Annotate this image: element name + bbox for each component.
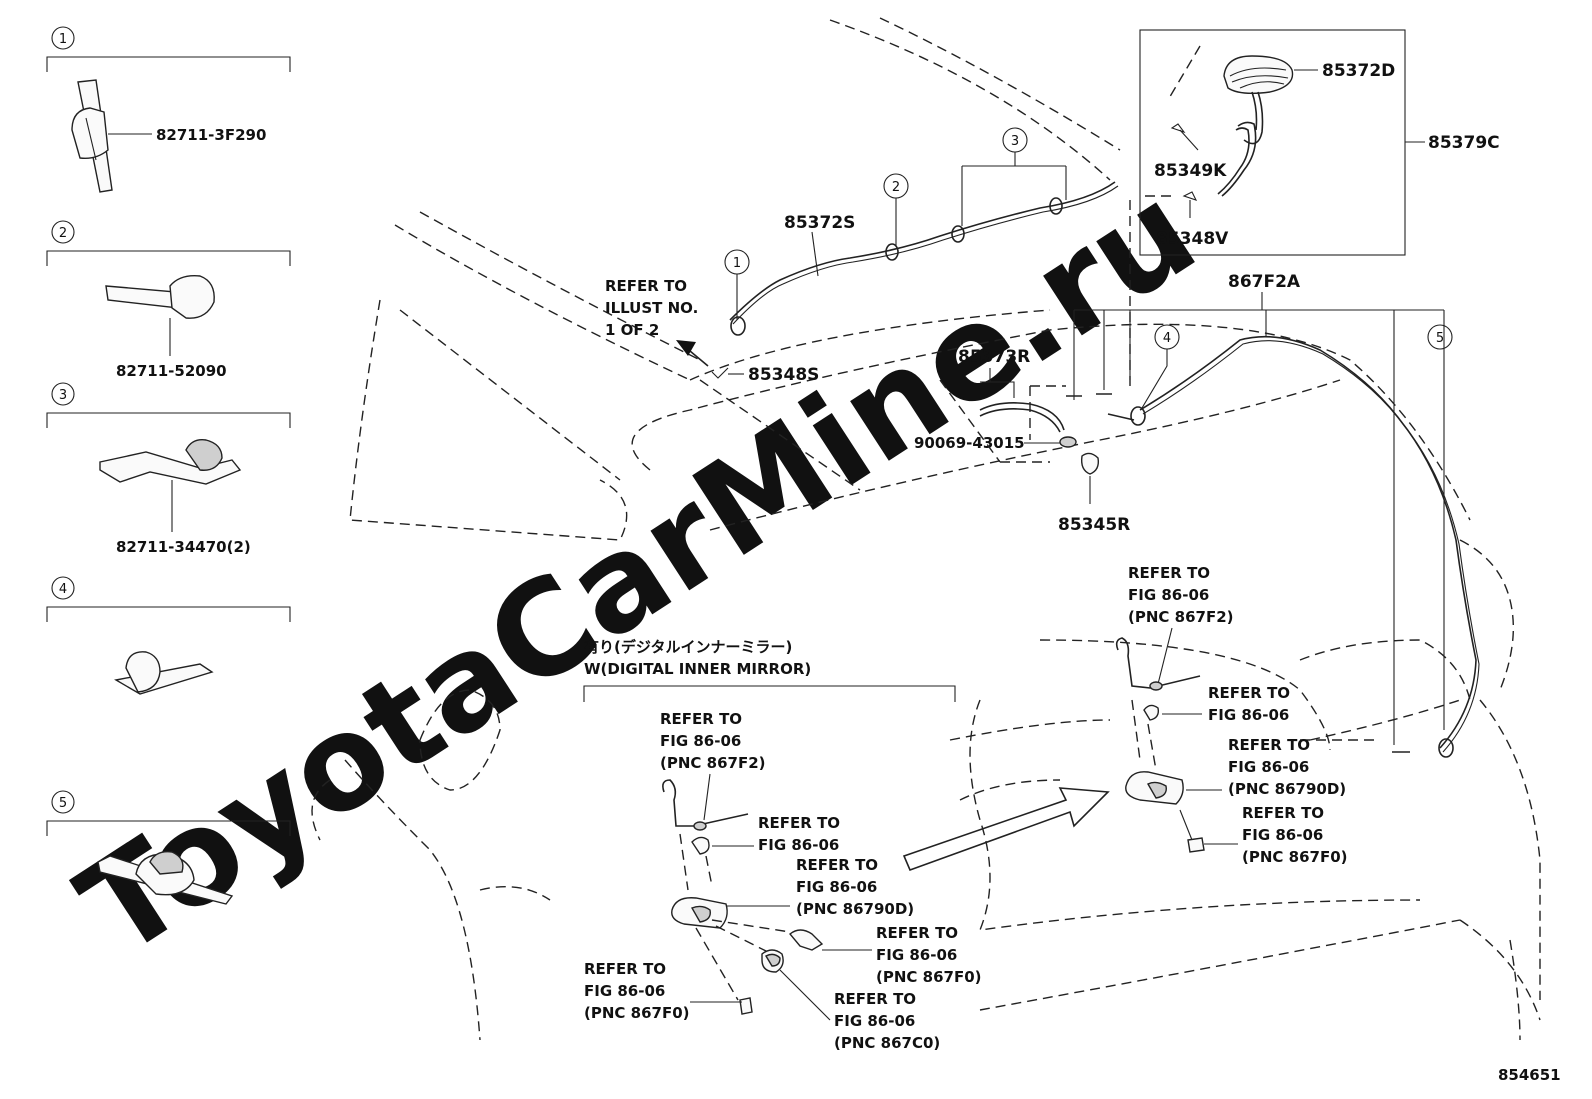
svg-text:REFER TO: REFER TO [796,856,878,874]
legend-number: 4 [59,582,67,597]
svg-text:85373R: 85373R [958,347,1030,367]
legend-part-number: 82711-52090 [116,362,227,380]
legend-part-number: 82711-34470(2) [116,538,251,556]
svg-text:FIG 86-06: FIG 86-06 [1242,826,1323,844]
legend-item-3[interactable]: 3 82711-34470(2) [46,382,291,556]
svg-text:85379C: 85379C [1428,133,1500,153]
svg-text:FIG 86-06: FIG 86-06 [876,946,957,964]
svg-text:4: 4 [1163,331,1171,346]
vehicle-body-outline [311,17,1541,1041]
legend-number: 3 [59,388,67,403]
svg-text:(PNC 867C0): (PNC 867C0) [834,1034,940,1052]
washer-hose-867f2a[interactable] [1107,335,1480,758]
svg-text:REFER TO: REFER TO [1208,684,1290,702]
svg-text:(PNC 86790D): (PNC 86790D) [1228,780,1346,798]
variant-digital-inner-mirror[interactable]: 有り(デジタルインナーミラー) W(DIGITAL INNER MIRROR) [583,638,956,702]
svg-text:ILLUST NO.: ILLUST NO. [605,299,698,317]
transition-arrow-icon [902,787,1110,872]
arrow-icon [676,340,696,356]
legend-item-1[interactable]: 1 82711-3F290 [46,26,291,193]
legend: 1 82711-3F290 2 82711-52090 3 [46,26,291,905]
svg-text:90069-43015: 90069-43015 [914,434,1025,452]
svg-text:(PNC 867F0): (PNC 867F0) [584,1004,689,1022]
svg-text:W(DIGITAL INNER MIRROR): W(DIGITAL INNER MIRROR) [584,660,811,678]
svg-text:FIG 86-06: FIG 86-06 [584,982,665,1000]
svg-text:1: 1 [733,256,741,271]
svg-text:REFER TO: REFER TO [605,277,687,295]
svg-text:FIG 86-06: FIG 86-06 [796,878,877,896]
nozzle-85345r[interactable]: 85345R [1058,452,1130,535]
svg-text:(PNC 867F0): (PNC 867F0) [876,968,981,986]
nozzle-85348s[interactable]: 85348S [711,365,819,385]
clip-82711-34470-icon [99,439,242,485]
legend-item-4[interactable]: 4 [46,576,291,695]
legend-number: 1 [59,32,67,47]
camera-assembly-left[interactable]: REFER TO FIG 86-06 (PNC 867F2) REFER TO … [584,710,981,1052]
svg-text:REFER TO: REFER TO [876,924,958,942]
svg-text:FIG 86-06: FIG 86-06 [1228,758,1309,776]
legend-number: 2 [59,226,67,241]
clip-82711-3f290-icon [71,79,113,193]
clip-item-4-icon [114,651,214,695]
svg-text:REFER TO: REFER TO [834,990,916,1008]
svg-text:5: 5 [1436,331,1444,346]
label-867f2a[interactable]: 867F2A [1228,272,1301,292]
legend-part-number: 82711-3F290 [156,126,266,144]
svg-text:(PNC 86790D): (PNC 86790D) [796,900,914,918]
refer-illust-note[interactable]: REFER TO ILLUST NO. 1 OF 2 [605,277,709,367]
svg-text:3: 3 [1011,134,1019,149]
legend-number: 5 [59,796,67,811]
svg-text:1 OF 2: 1 OF 2 [605,321,659,339]
legend-item-5[interactable]: 5 [46,790,291,905]
hose-85349k-icon [1217,121,1257,197]
svg-text:FIG 86-06: FIG 86-06 [1208,706,1289,724]
camera-assembly-right[interactable]: REFER TO FIG 86-06 (PNC 867F2) REFER TO … [1115,564,1348,866]
svg-text:2: 2 [892,180,900,195]
washer-hose-85372s[interactable] [729,181,1119,336]
grommet-90069-43015[interactable]: 90069-43015 [914,434,1077,452]
svg-text:85345R: 85345R [1058,515,1130,535]
svg-text:REFER TO: REFER TO [584,960,666,978]
svg-text:(PNC 867F2): (PNC 867F2) [660,754,765,772]
callout-3: 3 [961,127,1067,226]
legend-item-2[interactable]: 2 82711-52090 [46,220,291,380]
clip-item-5-icon [97,851,234,905]
svg-text:FIG 86-06: FIG 86-06 [834,1012,915,1030]
svg-text:85348S: 85348S [748,365,819,385]
svg-text:(PNC 867F0): (PNC 867F0) [1242,848,1347,866]
label-85372s[interactable]: 85372S [784,213,855,233]
svg-text:有り(デジタルインナーミラー): 有り(デジタルインナーミラー) [584,638,792,656]
svg-text:REFER TO: REFER TO [660,710,742,728]
svg-text:85349K: 85349K [1154,161,1227,181]
callout-2: 2 [883,173,909,246]
svg-text:FIG 86-06: FIG 86-06 [660,732,741,750]
svg-text:REFER TO: REFER TO [1228,736,1310,754]
hose-coil-85372d-icon [1223,55,1294,145]
svg-text:FIG 86-06: FIG 86-06 [1128,586,1209,604]
hose-85373r[interactable]: 85373R [958,347,1065,433]
svg-text:85372D: 85372D [1322,61,1395,81]
svg-text:REFER TO: REFER TO [1242,804,1324,822]
figure-number: 854651 [1498,1066,1561,1084]
svg-text:(PNC 867F2): (PNC 867F2) [1128,608,1233,626]
svg-text:FIG 86-06: FIG 86-06 [758,836,839,854]
clip-82711-52090-icon [105,275,215,319]
svg-text:REFER TO: REFER TO [758,814,840,832]
svg-text:85348V: 85348V [1156,229,1229,249]
grommet-icon [1059,436,1077,448]
callout-1: 1 [724,249,750,320]
svg-text:REFER TO: REFER TO [1128,564,1210,582]
callout-4: 4 [1141,324,1180,409]
inset-85379c[interactable]: 85372D 85349K 85348V 85379C [1139,29,1500,256]
callout-5: 5 [1427,324,1453,350]
